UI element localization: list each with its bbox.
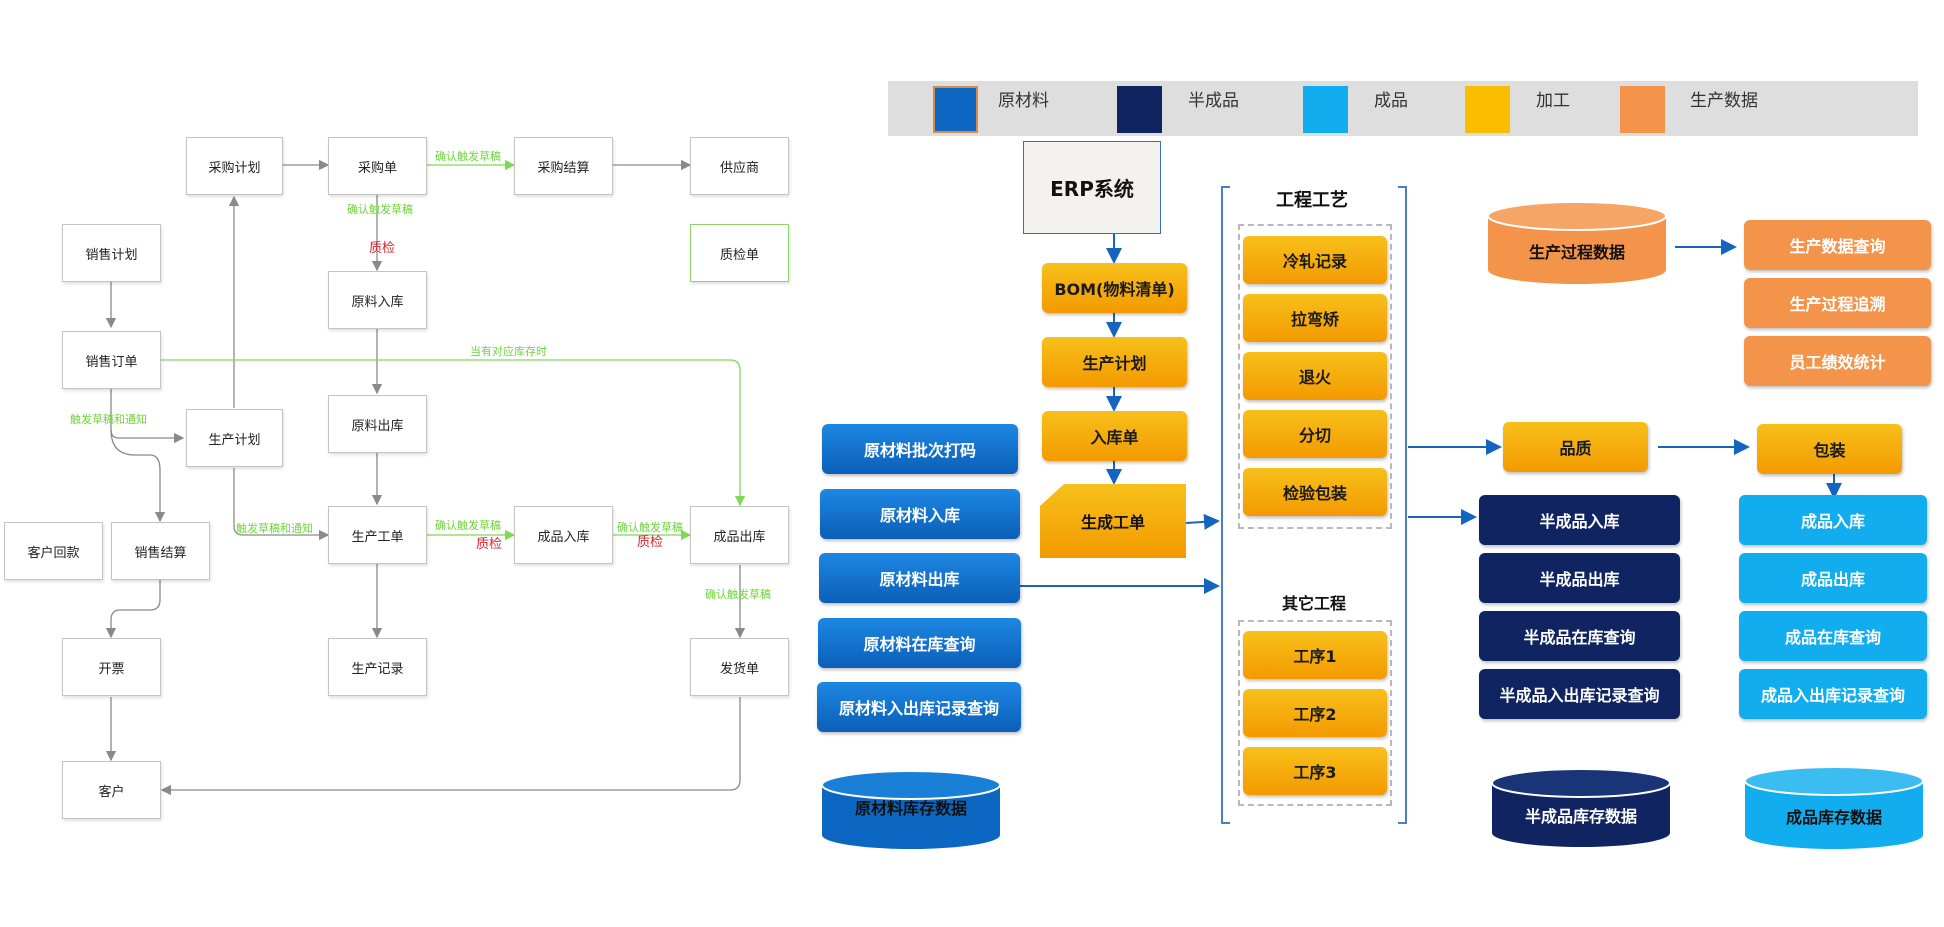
work-order-shape (1040, 484, 1186, 558)
edge-delivery-to-customer (160, 697, 741, 796)
edge-label-qc: 质检 (369, 241, 396, 256)
edge-order-to-productout (161, 359, 746, 507)
flowchart-connectors (105, 159, 746, 796)
process-step: 拉弯矫 (1243, 294, 1387, 342)
edge-prodplan-to-workorder (233, 468, 330, 541)
node-delivery-note: 发货单 (690, 638, 789, 696)
semi-product-item: 半成品出库 (1479, 553, 1680, 603)
edge-label-confirm-draft: 确认触发草稿 (435, 150, 501, 163)
edge-label-confirm-draft: 确认触发草稿 (347, 203, 413, 216)
node-customer: 客户 (62, 761, 161, 819)
node-sales-order: 销售订单 (62, 331, 161, 389)
edge-settlement-to-invoice (105, 580, 161, 639)
node-work-order: 生产工单 (328, 506, 427, 564)
other-process-step: 工序3 (1243, 747, 1387, 795)
raw-material-item: 原材料在库查询 (818, 618, 1021, 668)
quality-box: 品质 (1503, 422, 1648, 472)
raw-material-db-icon (821, 770, 1001, 849)
process-step: 分切 (1243, 410, 1387, 458)
product-item: 成品入库 (1739, 495, 1927, 545)
legend-label-raw: 原材料 (998, 91, 1049, 111)
node-qc-form: 质检单 (690, 224, 789, 282)
semi-product-db-label: 半成品库存数据 (1524, 807, 1637, 826)
other-process-step: 工序2 (1243, 689, 1387, 737)
other-process-title: 其它工程 (1282, 594, 1347, 613)
legend-swatch-product (1303, 86, 1348, 133)
legend-label-semi: 半成品 (1188, 91, 1239, 111)
work-order-label: 生成工单 (1080, 513, 1145, 532)
product-db-label: 成品库存数据 (1785, 808, 1882, 827)
production-data-item: 生产数据查询 (1744, 220, 1931, 270)
bom-box: BOM(物料清单) (1042, 263, 1187, 313)
legend-swatch-production-data (1620, 86, 1665, 133)
edge-label-trigger-notify: 触发草稿和通知 (70, 413, 147, 426)
process-title: 工程工艺 (1276, 190, 1348, 211)
edge-label-confirm-draft: 确认触发草稿 (617, 521, 683, 534)
production-data-db-label: 生产过程数据 (1528, 243, 1625, 262)
packing-box: 包装 (1757, 424, 1902, 474)
production-plan-box: 生产计划 (1042, 337, 1187, 387)
semi-product-item: 半成品入出库记录查询 (1479, 669, 1680, 719)
process-bracket-left (1221, 186, 1230, 824)
node-sales-plan: 销售计划 (62, 224, 161, 282)
node-raw-in: 原料入库 (328, 271, 427, 329)
node-production-record: 生产记录 (328, 638, 427, 696)
node-supplier: 供应商 (690, 137, 789, 195)
legend-label-product: 成品 (1374, 91, 1408, 111)
raw-material-item: 原材料入库 (820, 489, 1020, 539)
legend-swatch-raw (933, 86, 978, 133)
node-sales-settlement: 销售结算 (111, 522, 210, 580)
semi-product-db-icon (1491, 768, 1671, 847)
product-db-icon (1744, 766, 1924, 849)
node-invoice: 开票 (62, 638, 161, 696)
node-product-in: 成品入库 (514, 506, 613, 564)
erp-system-box: ERP系统 (1023, 141, 1161, 234)
arrow-workorder-to-process (1185, 513, 1220, 530)
legend-bar (888, 81, 1918, 136)
node-customer-payment: 客户回款 (4, 522, 103, 580)
other-process-group (1238, 620, 1392, 806)
process-steps-group (1238, 224, 1392, 529)
product-item: 成品在库查询 (1739, 611, 1927, 661)
process-step: 冷轧记录 (1243, 236, 1387, 284)
raw-material-item: 原材料入出库记录查询 (817, 682, 1021, 732)
process-step: 检验包装 (1243, 468, 1387, 516)
raw-material-item: 原材料批次打码 (822, 424, 1018, 474)
semi-product-item: 半成品在库查询 (1479, 611, 1680, 661)
legend-swatch-semi (1117, 86, 1162, 133)
edge-label-confirm-draft: 确认触发草稿 (705, 588, 771, 601)
process-bracket-right (1398, 186, 1407, 824)
system-connectors (1020, 186, 1842, 824)
inbound-box: 入库单 (1042, 411, 1187, 461)
node-production-plan: 生产计划 (186, 409, 283, 467)
production-data-item: 员工绩效统计 (1744, 336, 1931, 386)
production-data-db-icon (1487, 201, 1667, 284)
process-step: 退火 (1243, 352, 1387, 400)
raw-material-db-label: 原材料库存数据 (854, 799, 967, 818)
edge-label-qc: 质检 (476, 537, 503, 552)
semi-product-item: 半成品入库 (1479, 495, 1680, 545)
raw-material-item: 原材料出库 (819, 553, 1020, 603)
node-purchase-plan: 采购计划 (186, 137, 283, 195)
legend-label-production-data: 生产数据 (1690, 91, 1758, 111)
product-item: 成品入出库记录查询 (1739, 669, 1927, 719)
edge-label-when-stock: 当有对应库存时 (470, 345, 547, 358)
edge-label-trigger-notify: 触发草稿和通知 (236, 522, 313, 535)
node-purchase-order: 采购单 (328, 137, 427, 195)
edge-label-confirm-draft: 确认触发草稿 (435, 519, 501, 532)
node-purchase-settlement: 采购结算 (514, 137, 613, 195)
edge-label-qc: 质检 (637, 535, 664, 550)
production-data-item: 生产过程追溯 (1744, 278, 1931, 328)
edge-order-to-settlement (110, 429, 166, 523)
legend-swatch-process (1465, 86, 1510, 133)
node-raw-out: 原料出库 (328, 395, 427, 453)
node-product-out: 成品出库 (690, 506, 789, 564)
legend-label-process: 加工 (1536, 91, 1570, 111)
other-process-step: 工序1 (1243, 631, 1387, 679)
product-item: 成品出库 (1739, 553, 1927, 603)
